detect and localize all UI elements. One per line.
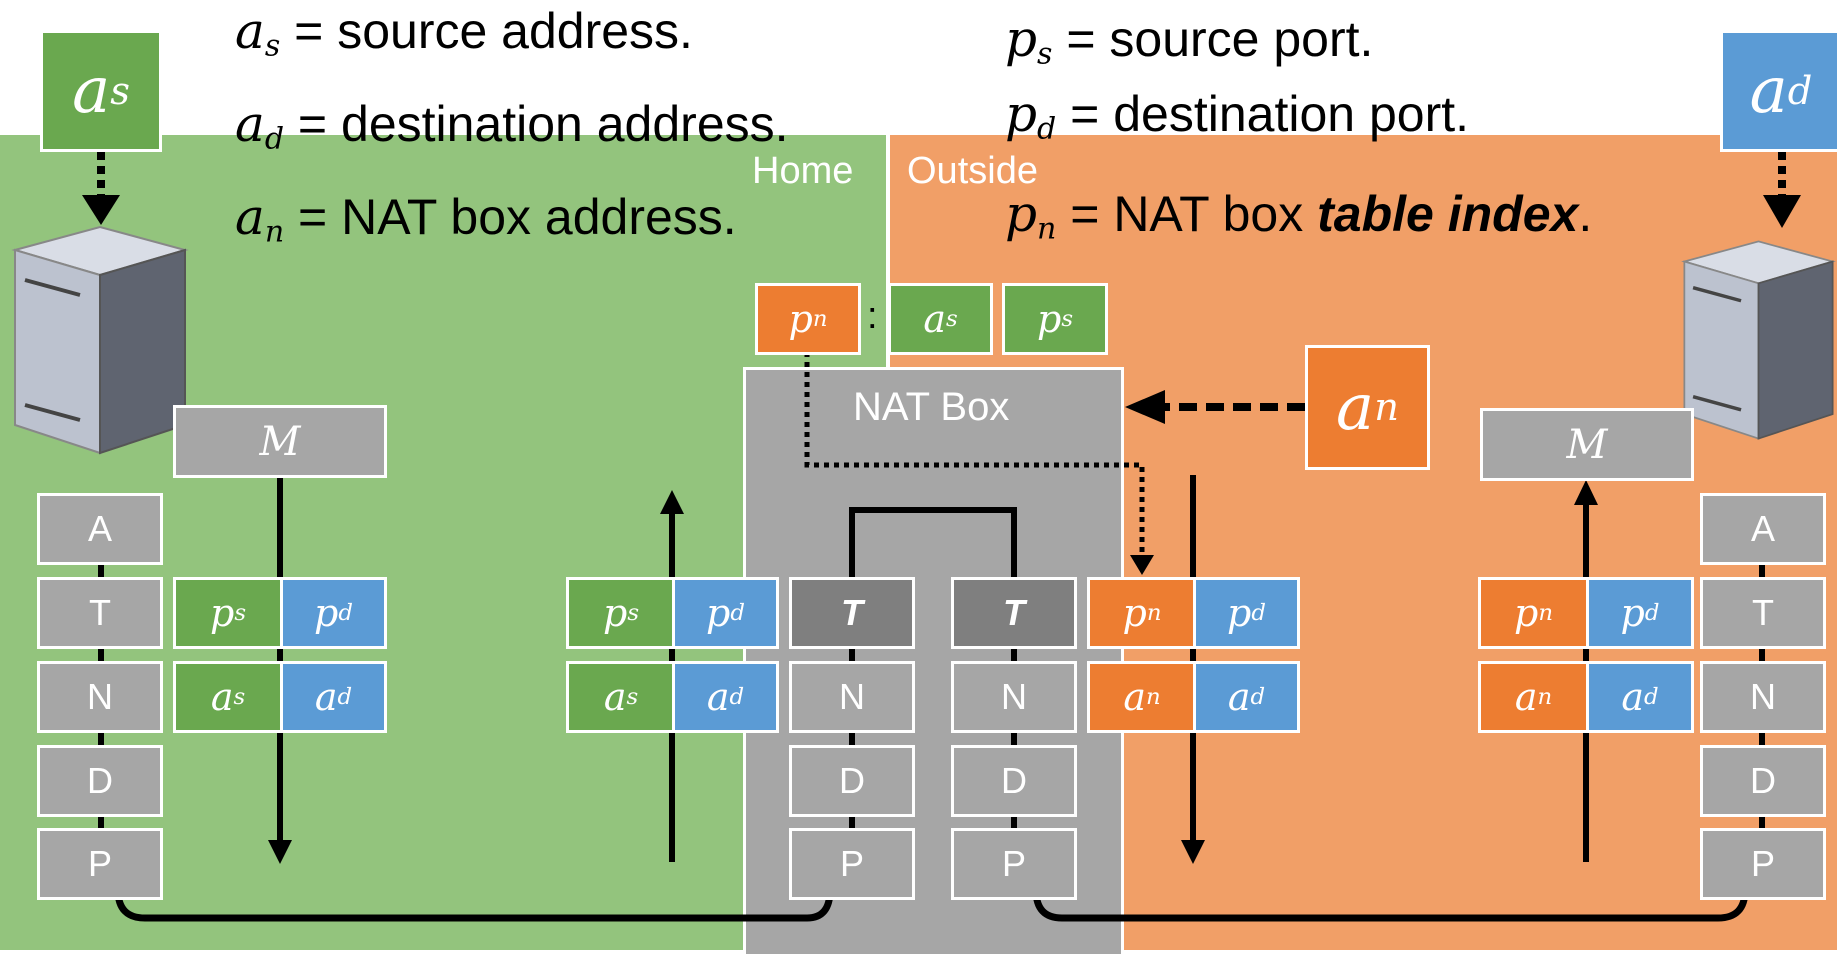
table-colon: :: [867, 295, 878, 337]
message-right: M: [1480, 408, 1694, 481]
nat-left-layer-transport: T: [789, 577, 915, 649]
legend-destination-address: ad = destination address.: [235, 95, 789, 157]
outside-zone-label: Outside: [907, 150, 1038, 192]
legend-nat-address: an = NAT box address.: [235, 188, 737, 250]
home-zone-label: Home: [752, 150, 854, 192]
left-layer-physical: P: [37, 828, 163, 900]
legend-source-port: ps = source port.: [1005, 10, 1374, 72]
legend-source-address: as = source address.: [235, 2, 693, 64]
legend-destination-port: pd = destination port.: [1005, 85, 1470, 147]
right-layer-datalink: D: [1700, 745, 1826, 817]
server-icon: [1681, 240, 1836, 440]
right-layer-application: A: [1700, 493, 1826, 565]
message-left: M: [173, 405, 387, 478]
left-layer-network: N: [37, 661, 163, 733]
legend-nat-index: pn = NAT box table index.: [1005, 185, 1593, 247]
left-layer-transport: T: [37, 577, 163, 649]
right-layer-transport: T: [1700, 577, 1826, 649]
server-icon: [11, 225, 189, 455]
left-layer-application: A: [37, 493, 163, 565]
nat-left-layer-datalink: D: [789, 745, 915, 817]
nat-box-label: NAT Box: [853, 385, 1010, 429]
nat-left-layer-network: N: [789, 661, 915, 733]
right-layer-physical: P: [1700, 828, 1826, 900]
nat-left-layer-physical: P: [789, 828, 915, 900]
right-layer-network: N: [1700, 661, 1826, 733]
nat-right-layer-physical: P: [951, 828, 1077, 900]
nat-right-layer-network: N: [951, 661, 1077, 733]
left-layer-datalink: D: [37, 745, 163, 817]
nat-right-layer-transport: T: [951, 577, 1077, 649]
nat-right-layer-datalink: D: [951, 745, 1077, 817]
